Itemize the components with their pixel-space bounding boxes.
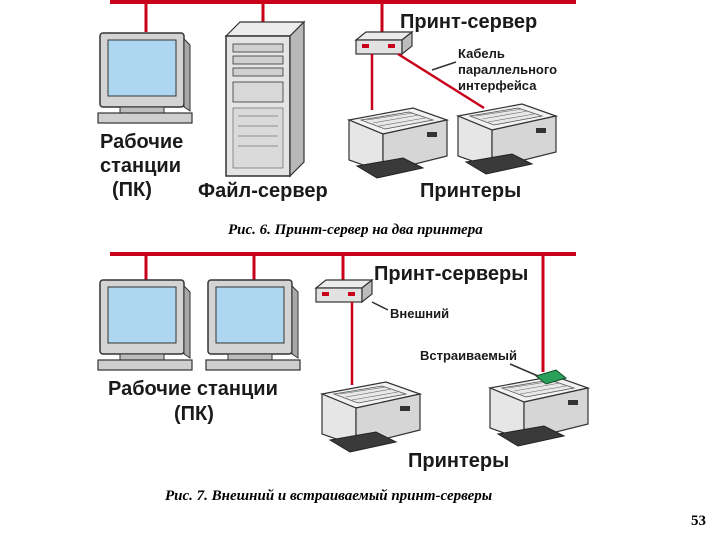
external-label-pointer — [371, 301, 389, 311]
workstation-monitor — [97, 279, 193, 371]
embedded-label-pointer — [509, 363, 539, 377]
figure-2: Принт-серверы Внешний Встраиваемый Рабоч… — [97, 252, 589, 472]
workstation-monitor — [97, 32, 193, 124]
printer — [348, 107, 448, 179]
cable-label-pointer — [431, 61, 457, 71]
external-print-server-device — [315, 279, 373, 303]
page-number: 53 — [691, 513, 706, 529]
cable-label-line-2: параллельного — [458, 62, 557, 77]
workstations-label-line-3: (ПК) — [112, 179, 152, 201]
printer — [489, 375, 589, 447]
embedded-label: Встраиваемый — [420, 348, 517, 363]
print-server-device — [355, 31, 413, 55]
printer — [457, 103, 557, 175]
workstations-label-line-2: (ПК) — [174, 403, 214, 425]
printers-label: Принтеры — [408, 450, 509, 472]
print-servers-label: Принт-серверы — [374, 263, 528, 285]
external-label: Внешний — [390, 306, 449, 321]
cable-label-line-1: Кабель — [458, 46, 505, 61]
workstations-label-line-1: Рабочие — [100, 131, 183, 153]
file-server-tower — [224, 20, 306, 178]
printers-label: Принтеры — [420, 180, 521, 202]
cable-label-line-3: интерфейса — [458, 78, 537, 93]
figure-7-caption: Рис. 7. Внешний и встраиваемый принт-сер… — [165, 488, 493, 504]
workstation-monitor — [205, 279, 301, 371]
parallel-cable — [397, 52, 485, 110]
print-server-label: Принт-сервер — [400, 11, 537, 33]
workstations-label-line-1: Рабочие станции — [108, 378, 278, 400]
figure-6-caption: Рис. 6. Принт-сервер на два принтера — [228, 222, 483, 238]
printer — [321, 381, 421, 453]
workstations-label-line-2: станции — [100, 155, 181, 177]
file-server-label: Файл-сервер — [198, 180, 328, 202]
figure-1: Принт-сервер Кабель параллельного интерф… — [97, 0, 576, 202]
embedded-print-server-card — [534, 369, 568, 385]
